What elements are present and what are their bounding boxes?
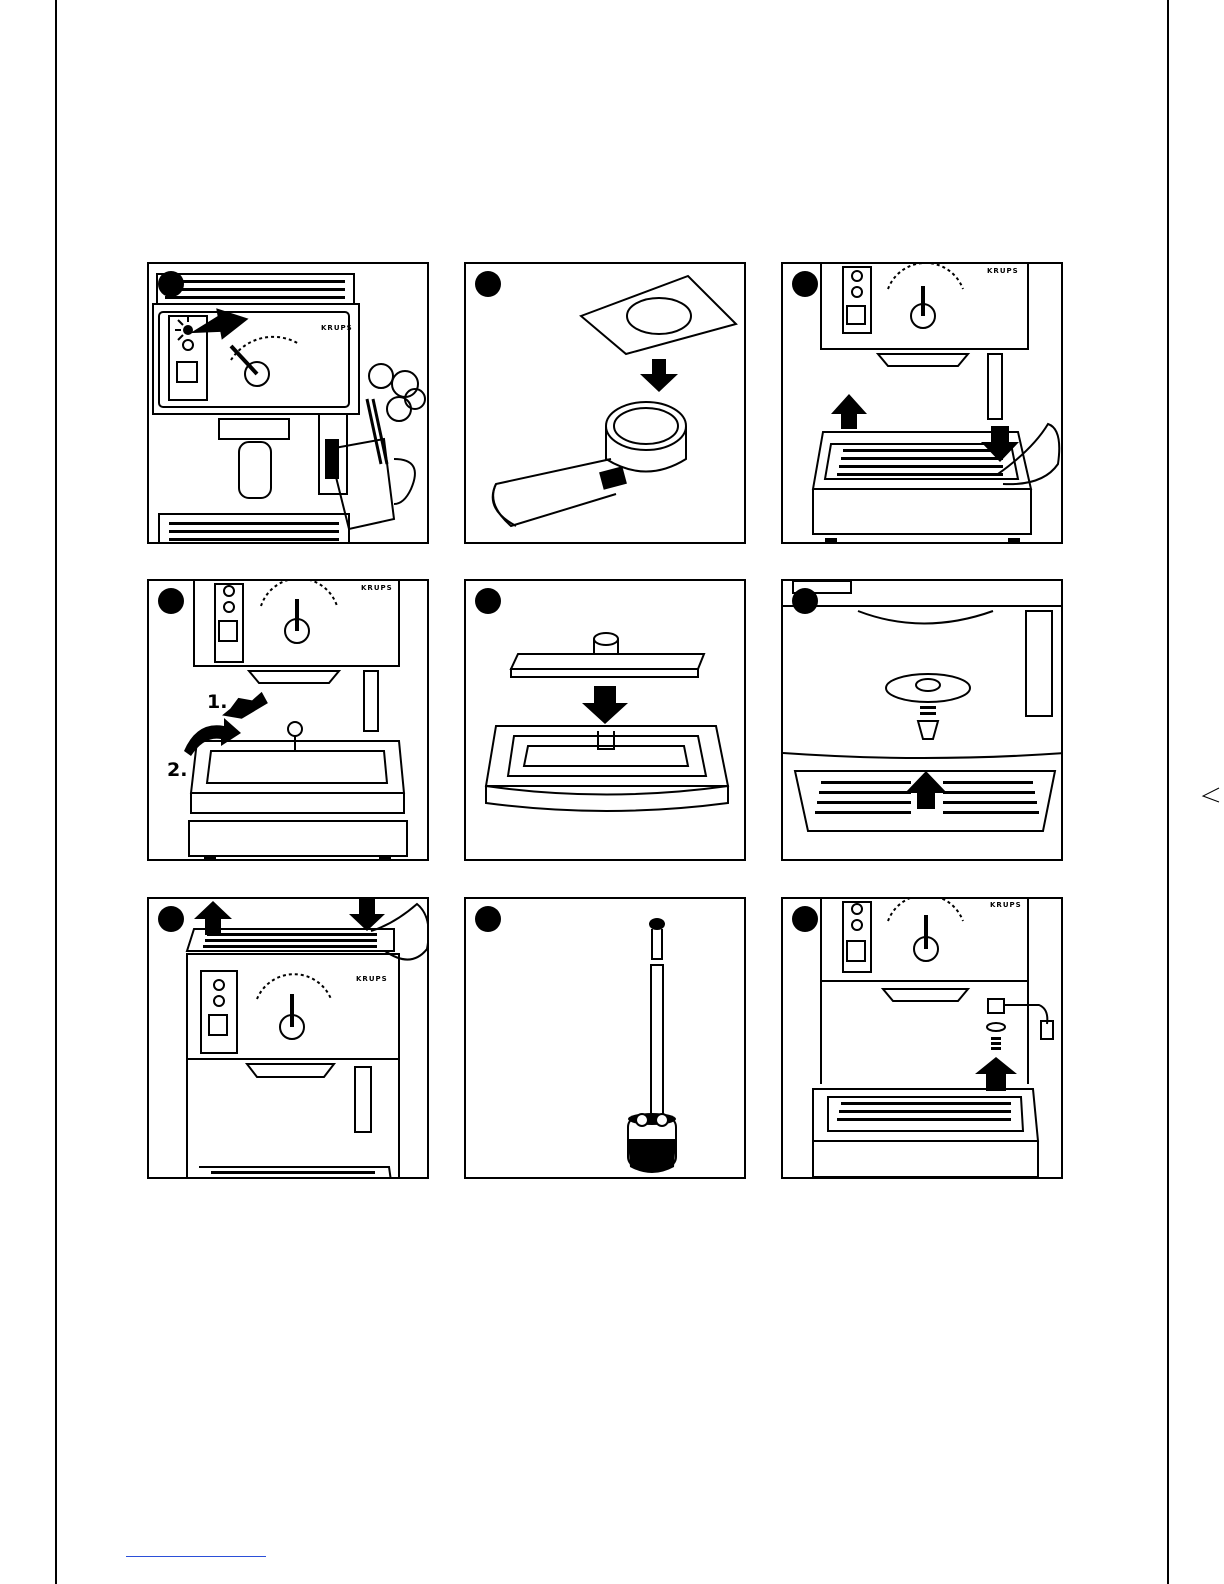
brand-label: KRUPS bbox=[990, 901, 1022, 909]
steam-frothing-illustration bbox=[149, 264, 429, 544]
illustration-panel-5 bbox=[464, 579, 746, 861]
shower-screen-screw-illustration bbox=[783, 581, 1063, 861]
step-label-second: 2. bbox=[167, 759, 187, 781]
cup-tray-removal-illustration bbox=[149, 899, 429, 1179]
step-number-badge-1 bbox=[158, 271, 184, 297]
step-number-badge-9 bbox=[792, 906, 818, 932]
illustration-panel-6 bbox=[781, 579, 1063, 861]
step-number-badge-7 bbox=[158, 906, 184, 932]
step-number-badge-6 bbox=[792, 588, 818, 614]
illustration-panel-1: KRUPS bbox=[147, 262, 429, 544]
illustration-panel-3: KRUPS bbox=[781, 262, 1063, 544]
right-margin-line bbox=[1167, 0, 1169, 1584]
cleaning-needle-illustration bbox=[466, 899, 746, 1179]
step-number-badge-4 bbox=[158, 588, 184, 614]
step-number-badge-8 bbox=[475, 906, 501, 932]
pod-filter-holder-illustration bbox=[466, 264, 746, 544]
drip-tray-lid-illustration bbox=[466, 581, 746, 861]
brand-label: KRUPS bbox=[356, 975, 388, 983]
brand-label: KRUPS bbox=[987, 267, 1019, 275]
drip-tray-two-step-illustration bbox=[149, 581, 429, 861]
brand-label: KRUPS bbox=[321, 324, 353, 332]
step-number-badge-3 bbox=[792, 271, 818, 297]
edge-registration-mark bbox=[1201, 786, 1221, 806]
illustration-panel-8 bbox=[464, 897, 746, 1179]
steam-nozzle-assembly-illustration bbox=[783, 899, 1063, 1179]
illustration-panel-4: KRUPS 1. 2. bbox=[147, 579, 429, 861]
drip-tray-removal-illustration bbox=[783, 264, 1063, 544]
left-margin-line bbox=[55, 0, 57, 1584]
step-number-badge-2 bbox=[475, 271, 501, 297]
illustration-panel-2 bbox=[464, 262, 746, 544]
step-number-badge-5 bbox=[475, 588, 501, 614]
illustration-panel-9: KRUPS bbox=[781, 897, 1063, 1179]
illustration-panel-7: KRUPS bbox=[147, 897, 429, 1179]
footer-link-underline[interactable] bbox=[126, 1556, 266, 1557]
brand-label: KRUPS bbox=[361, 584, 393, 592]
step-label-first: 1. bbox=[207, 691, 227, 713]
